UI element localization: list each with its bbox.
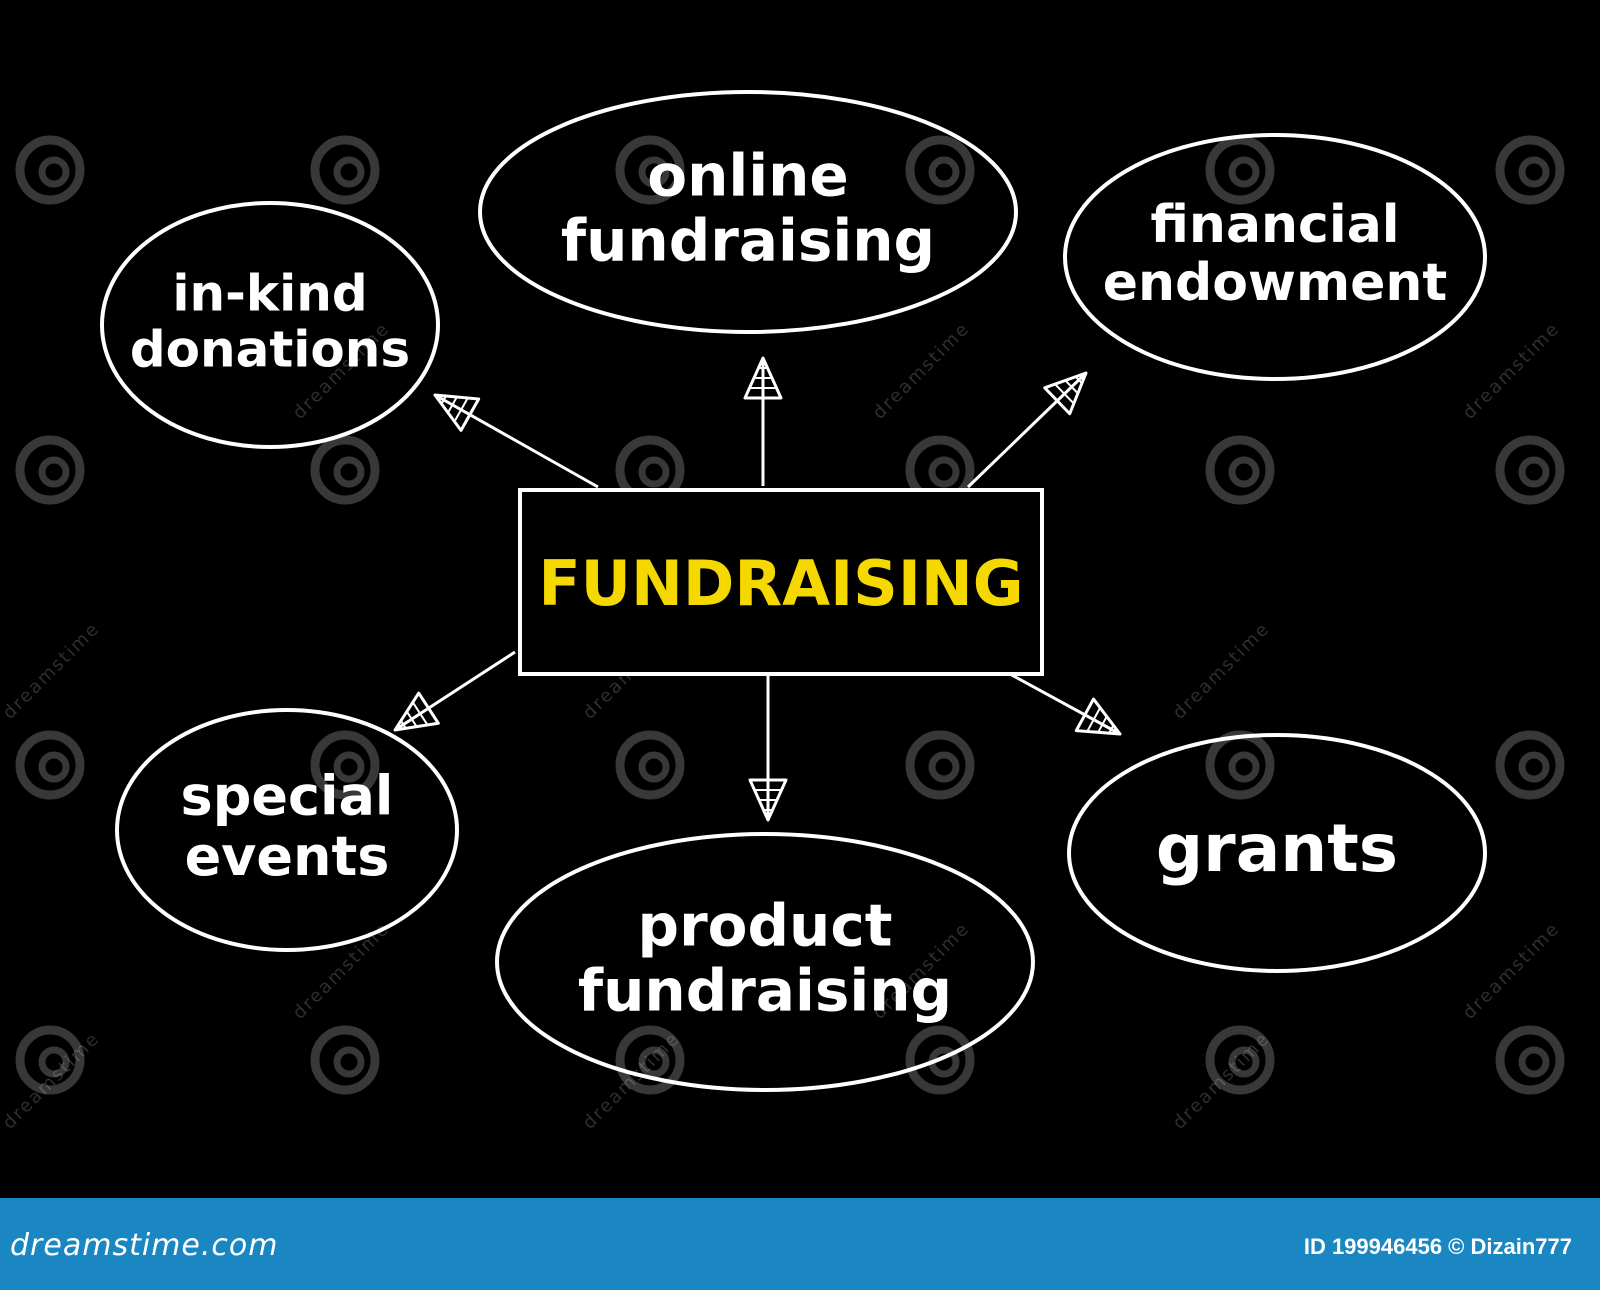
node-label: events [185,825,390,888]
spiral-icon [1205,435,1275,505]
node-ellipse [115,708,459,952]
spiral-icon [310,730,380,800]
spiral-icon [1205,1025,1275,1095]
connector-arrow [748,675,788,822]
footer-image-info: ID 199946456 © Dizain777 [1303,1234,1572,1259]
center-node: FUNDRAISING [518,488,1044,676]
node-label: endowment [1103,253,1448,313]
node-label: donations [130,321,410,379]
watermark-text: dreamstime [289,918,394,1023]
spiral-icon [905,135,975,205]
watermark-text: dreamstime [0,618,104,723]
watermark-text: dreamstime [1459,318,1564,423]
spiral-icon [15,730,85,800]
watermark-text: dreamstime [1169,618,1274,723]
node-label: special [181,764,394,827]
node-grants: grants [1067,733,1487,973]
spiral-icon [310,135,380,205]
spiral-icon [310,1025,380,1095]
footer-logo: dreamstime.com [10,1228,279,1263]
spiral-icon [1495,1025,1565,1095]
node-ellipse [1063,133,1487,381]
node-ellipse [100,201,440,449]
connector-arrow [1009,672,1122,736]
node-label: product [638,892,893,960]
center-box [518,488,1044,676]
connector-arrow [393,650,516,732]
spiral-icon [1205,135,1275,205]
spiral-icon [1205,730,1275,800]
mind-map: dreamstime dreamstime dreamstime dreamstime… [0,90,1565,1134]
spiral-icon [615,1025,685,1095]
node-ellipse [478,90,1018,334]
node-ellipse [495,832,1035,1092]
spiral-icon [310,435,380,505]
node-label: in-kind [172,265,367,323]
connector-arrow [433,393,599,489]
spiral-icon [15,135,85,205]
node-label: grants [1156,810,1398,887]
spiral-icon [1495,730,1565,800]
spiral-icon [1495,135,1565,205]
spiral-icon [905,730,975,800]
spiral-icon [1495,435,1565,505]
connector-layer [393,356,1122,822]
connector-arrow [743,356,783,486]
mind-map-canvas: dreamstime dreamstime dreamstime dreamstime… [0,90,1565,1134]
node-label: financial [1150,195,1399,255]
node-label: fundraising [578,957,952,1025]
spiral-icon [615,730,685,800]
node-ellipse [1067,733,1487,973]
watermark-text: dreamstime [0,1028,104,1133]
connector-arrow [966,371,1088,489]
spiral-icon [15,1025,85,1095]
node-label: online [647,142,849,210]
footer-bar: dreamstime.com ID 199946456 © Dizain777 [0,1198,1600,1290]
center-title: FUNDRAISING [538,547,1023,620]
watermark-text: dreamstime [869,318,974,423]
watermark-text: dreamstime [1459,918,1564,1023]
spiral-icon [615,135,685,205]
node-label: fundraising [561,207,935,275]
spiral-icon [15,435,85,505]
